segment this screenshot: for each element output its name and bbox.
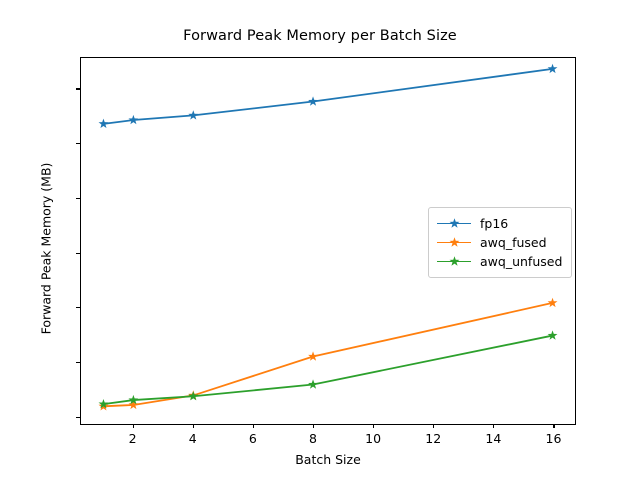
x-tick-mark (312, 424, 315, 428)
y-tick-mark (76, 362, 80, 364)
legend-label: awq_unfused (480, 254, 563, 269)
x-tick-label: 14 (485, 431, 502, 446)
series-line (103, 334, 553, 406)
legend-item-awq_fused[interactable]: awq_fused (437, 233, 562, 252)
legend-star-marker-icon (449, 236, 460, 247)
data-point-marker (547, 297, 558, 308)
x-tick-label: 6 (248, 431, 257, 446)
x-tick-mark (493, 424, 495, 428)
plot-area (80, 57, 576, 425)
series-layer (98, 63, 558, 411)
data-point-marker (128, 394, 139, 405)
legend-star-marker-icon (449, 255, 460, 266)
x-tick-label: 2 (128, 431, 137, 446)
data-point-marker (98, 398, 109, 409)
x-tick-mark (132, 424, 134, 428)
legend-item-fp16[interactable]: fp16 (437, 214, 562, 233)
y-tick-mark (76, 307, 80, 309)
x-tick-label: 4 (188, 431, 197, 446)
x-tick-mark (252, 424, 254, 428)
y-tick-mark (76, 252, 80, 254)
series-fp16 (98, 63, 558, 129)
series-line (103, 302, 553, 408)
x-tick-mark (553, 424, 555, 428)
chart-title: Forward Peak Memory per Batch Size (183, 28, 457, 44)
data-point-marker (98, 118, 109, 129)
y-axis-label: Forward Peak Memory (MB) (38, 162, 54, 335)
x-tick-mark (373, 424, 375, 428)
x-tick-mark (192, 424, 194, 428)
data-point-marker (547, 63, 558, 74)
series-awq_fused (98, 297, 558, 411)
x-tick-label: 8 (308, 431, 317, 446)
x-tick-label: 16 (545, 431, 562, 446)
series-line (103, 67, 553, 125)
y-tick-mark (76, 88, 80, 90)
legend-swatch (437, 217, 471, 231)
chart-legend: fp16 awq_fused awq_unfused (428, 207, 573, 278)
x-tick-label: 12 (425, 431, 442, 446)
legend-star-marker-icon (449, 217, 460, 228)
data-point-marker (128, 399, 139, 410)
data-point-marker (128, 114, 139, 125)
legend-label: fp16 (480, 216, 509, 231)
data-point-marker (188, 391, 199, 401)
legend-swatch (437, 236, 471, 250)
data-point-marker (188, 110, 199, 120)
data-point-marker (547, 330, 558, 340)
x-tick-label: 10 (365, 431, 382, 446)
x-tick-mark (433, 424, 435, 428)
data-point-marker (308, 351, 318, 361)
x-axis-label: Batch Size (295, 452, 361, 467)
y-tick-mark (76, 416, 80, 418)
y-tick-mark (76, 143, 80, 145)
legend-label: awq_fused (480, 235, 547, 250)
legend-swatch (437, 255, 471, 269)
y-tick-mark (76, 197, 80, 199)
series-awq_unfused (98, 330, 558, 409)
data-point-marker (308, 379, 318, 389)
data-point-marker (308, 96, 318, 106)
legend-item-awq_unfused[interactable]: awq_unfused (437, 252, 562, 271)
